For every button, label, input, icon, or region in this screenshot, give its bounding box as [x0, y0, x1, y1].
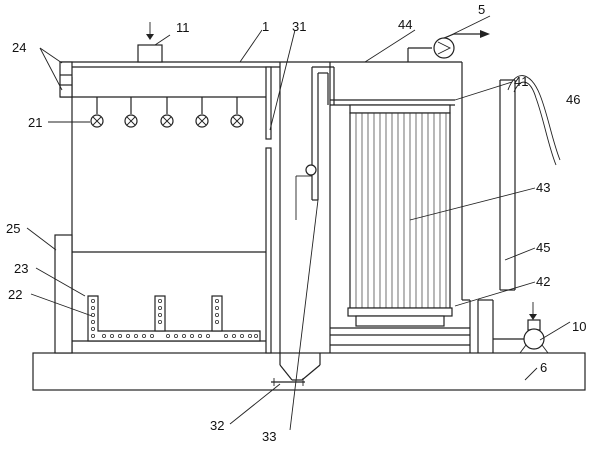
label-41: 41	[514, 74, 528, 89]
side-box	[54, 234, 73, 354]
label-10: 10	[572, 319, 586, 334]
label-22: 22	[8, 287, 22, 302]
spray-nozzle	[230, 97, 244, 128]
sludge-hopper	[271, 353, 321, 386]
label-21: 21	[28, 115, 42, 130]
label-45: 45	[536, 240, 550, 255]
membrane-header	[349, 104, 451, 114]
spray-nozzle	[160, 97, 174, 128]
label-31: 31	[292, 19, 306, 34]
label-46: 46	[566, 92, 580, 107]
aeration-holes	[91, 298, 258, 338]
sludge-pipe	[289, 199, 319, 431]
baffle-plate	[265, 66, 272, 354]
leader-lines	[26, 15, 571, 425]
label-33: 33	[262, 429, 276, 444]
label-11: 11	[176, 20, 190, 35]
label-6: 6	[540, 360, 547, 375]
spray-nozzles	[90, 97, 244, 128]
base-plate	[32, 352, 586, 391]
riser-valve	[305, 164, 317, 176]
label-23: 23	[14, 261, 28, 276]
blower	[493, 302, 549, 354]
riser-pipe	[295, 66, 335, 220]
label-5: 5	[478, 2, 485, 17]
label-1: 1	[262, 19, 269, 34]
label-42: 42	[536, 274, 550, 289]
suction-pump	[407, 30, 490, 62]
label-24: 24	[12, 40, 26, 55]
membrane-aerator	[347, 307, 453, 327]
spray-nozzle	[90, 97, 104, 128]
spray-nozzle	[195, 97, 209, 128]
inlet-pipe	[137, 22, 163, 63]
aeration-pipes	[87, 295, 261, 342]
label-25: 25	[6, 221, 20, 236]
main-tank	[59, 61, 330, 353]
outer-chamber	[469, 79, 516, 353]
spray-nozzle	[124, 97, 138, 128]
label-44: 44	[398, 17, 412, 32]
label-43: 43	[536, 180, 550, 195]
label-32: 32	[210, 418, 224, 433]
air-hose	[507, 75, 561, 166]
membrane-fibers	[349, 112, 451, 309]
